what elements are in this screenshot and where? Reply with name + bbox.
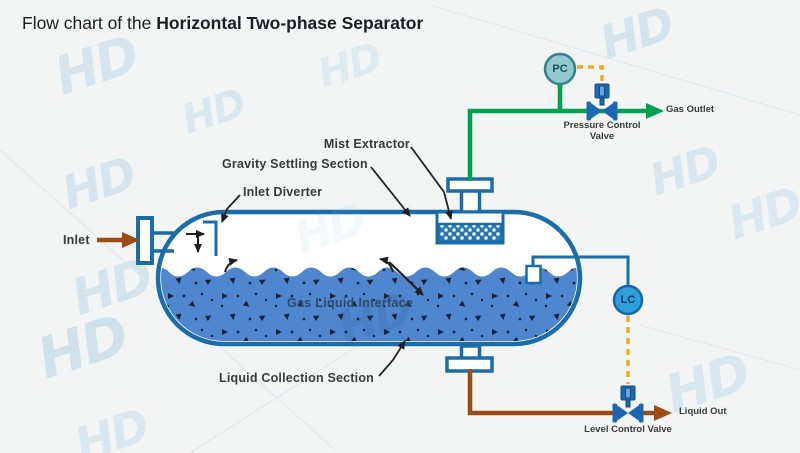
label-gravity-settling-section: Gravity Settling Section — [222, 157, 368, 171]
page-title-emphasis: Horizontal Two-phase Separator — [156, 13, 424, 33]
label-gas-liquid-interface: Gas Liquid Interface — [287, 296, 414, 310]
gas-flow-swoosh-left — [224, 257, 238, 273]
label-pressure-control-valve: Pressure Control Valve — [563, 120, 641, 142]
level-sensor-line — [531, 255, 630, 286]
label-gas-outlet: Gas Outlet — [666, 104, 715, 115]
inlet-diverter-plate — [203, 220, 218, 256]
label-inlet-diverter: Inlet Diverter — [243, 185, 323, 199]
liquid-out-arrow — [654, 405, 672, 421]
level-controller-tag: LC — [620, 294, 636, 306]
gas-outlet-arrow — [646, 103, 664, 119]
inlet-diverter-pointer — [221, 194, 241, 223]
page-title-prefix: Flow chart of the — [22, 13, 157, 33]
liquid-outlet-nozzle — [445, 344, 494, 373]
liquid-pipe — [467, 369, 672, 421]
label-liquid-collection-section: Liquid Collection Section — [219, 371, 374, 385]
pressure-control-valve-icon — [586, 83, 618, 121]
level-sensor — [525, 264, 542, 285]
mist-extractor — [435, 210, 505, 245]
gravity-settling-pointer — [370, 166, 411, 217]
mist-extractor-pointer — [410, 146, 453, 220]
pressure-controller-circle — [543, 52, 577, 86]
liquid-speckles — [161, 267, 577, 341]
label-inlet: Inlet — [63, 233, 90, 247]
level-control-valve-icon — [612, 385, 644, 423]
label-liquid-out: Liquid Out — [679, 406, 727, 417]
gas-flow-swoosh-right — [379, 256, 394, 273]
flow-arrows — [186, 230, 424, 296]
gas-outlet-nozzle — [446, 177, 494, 214]
interface-pointer-arrow — [388, 261, 424, 296]
pc-signal-line — [577, 65, 604, 83]
level-controller-circle — [612, 284, 644, 316]
inlet-arrow — [97, 232, 140, 248]
liquid-collection-pointer — [378, 340, 406, 377]
pressure-controller-tag: PC — [552, 63, 568, 75]
page-title: Flow chart of the Horizontal Two-phase S… — [22, 13, 423, 34]
label-level-control-valve: Level Control Valve — [584, 424, 672, 435]
label-mist-extractor: Mist Extractor — [323, 137, 410, 151]
label-pointers — [221, 146, 453, 377]
